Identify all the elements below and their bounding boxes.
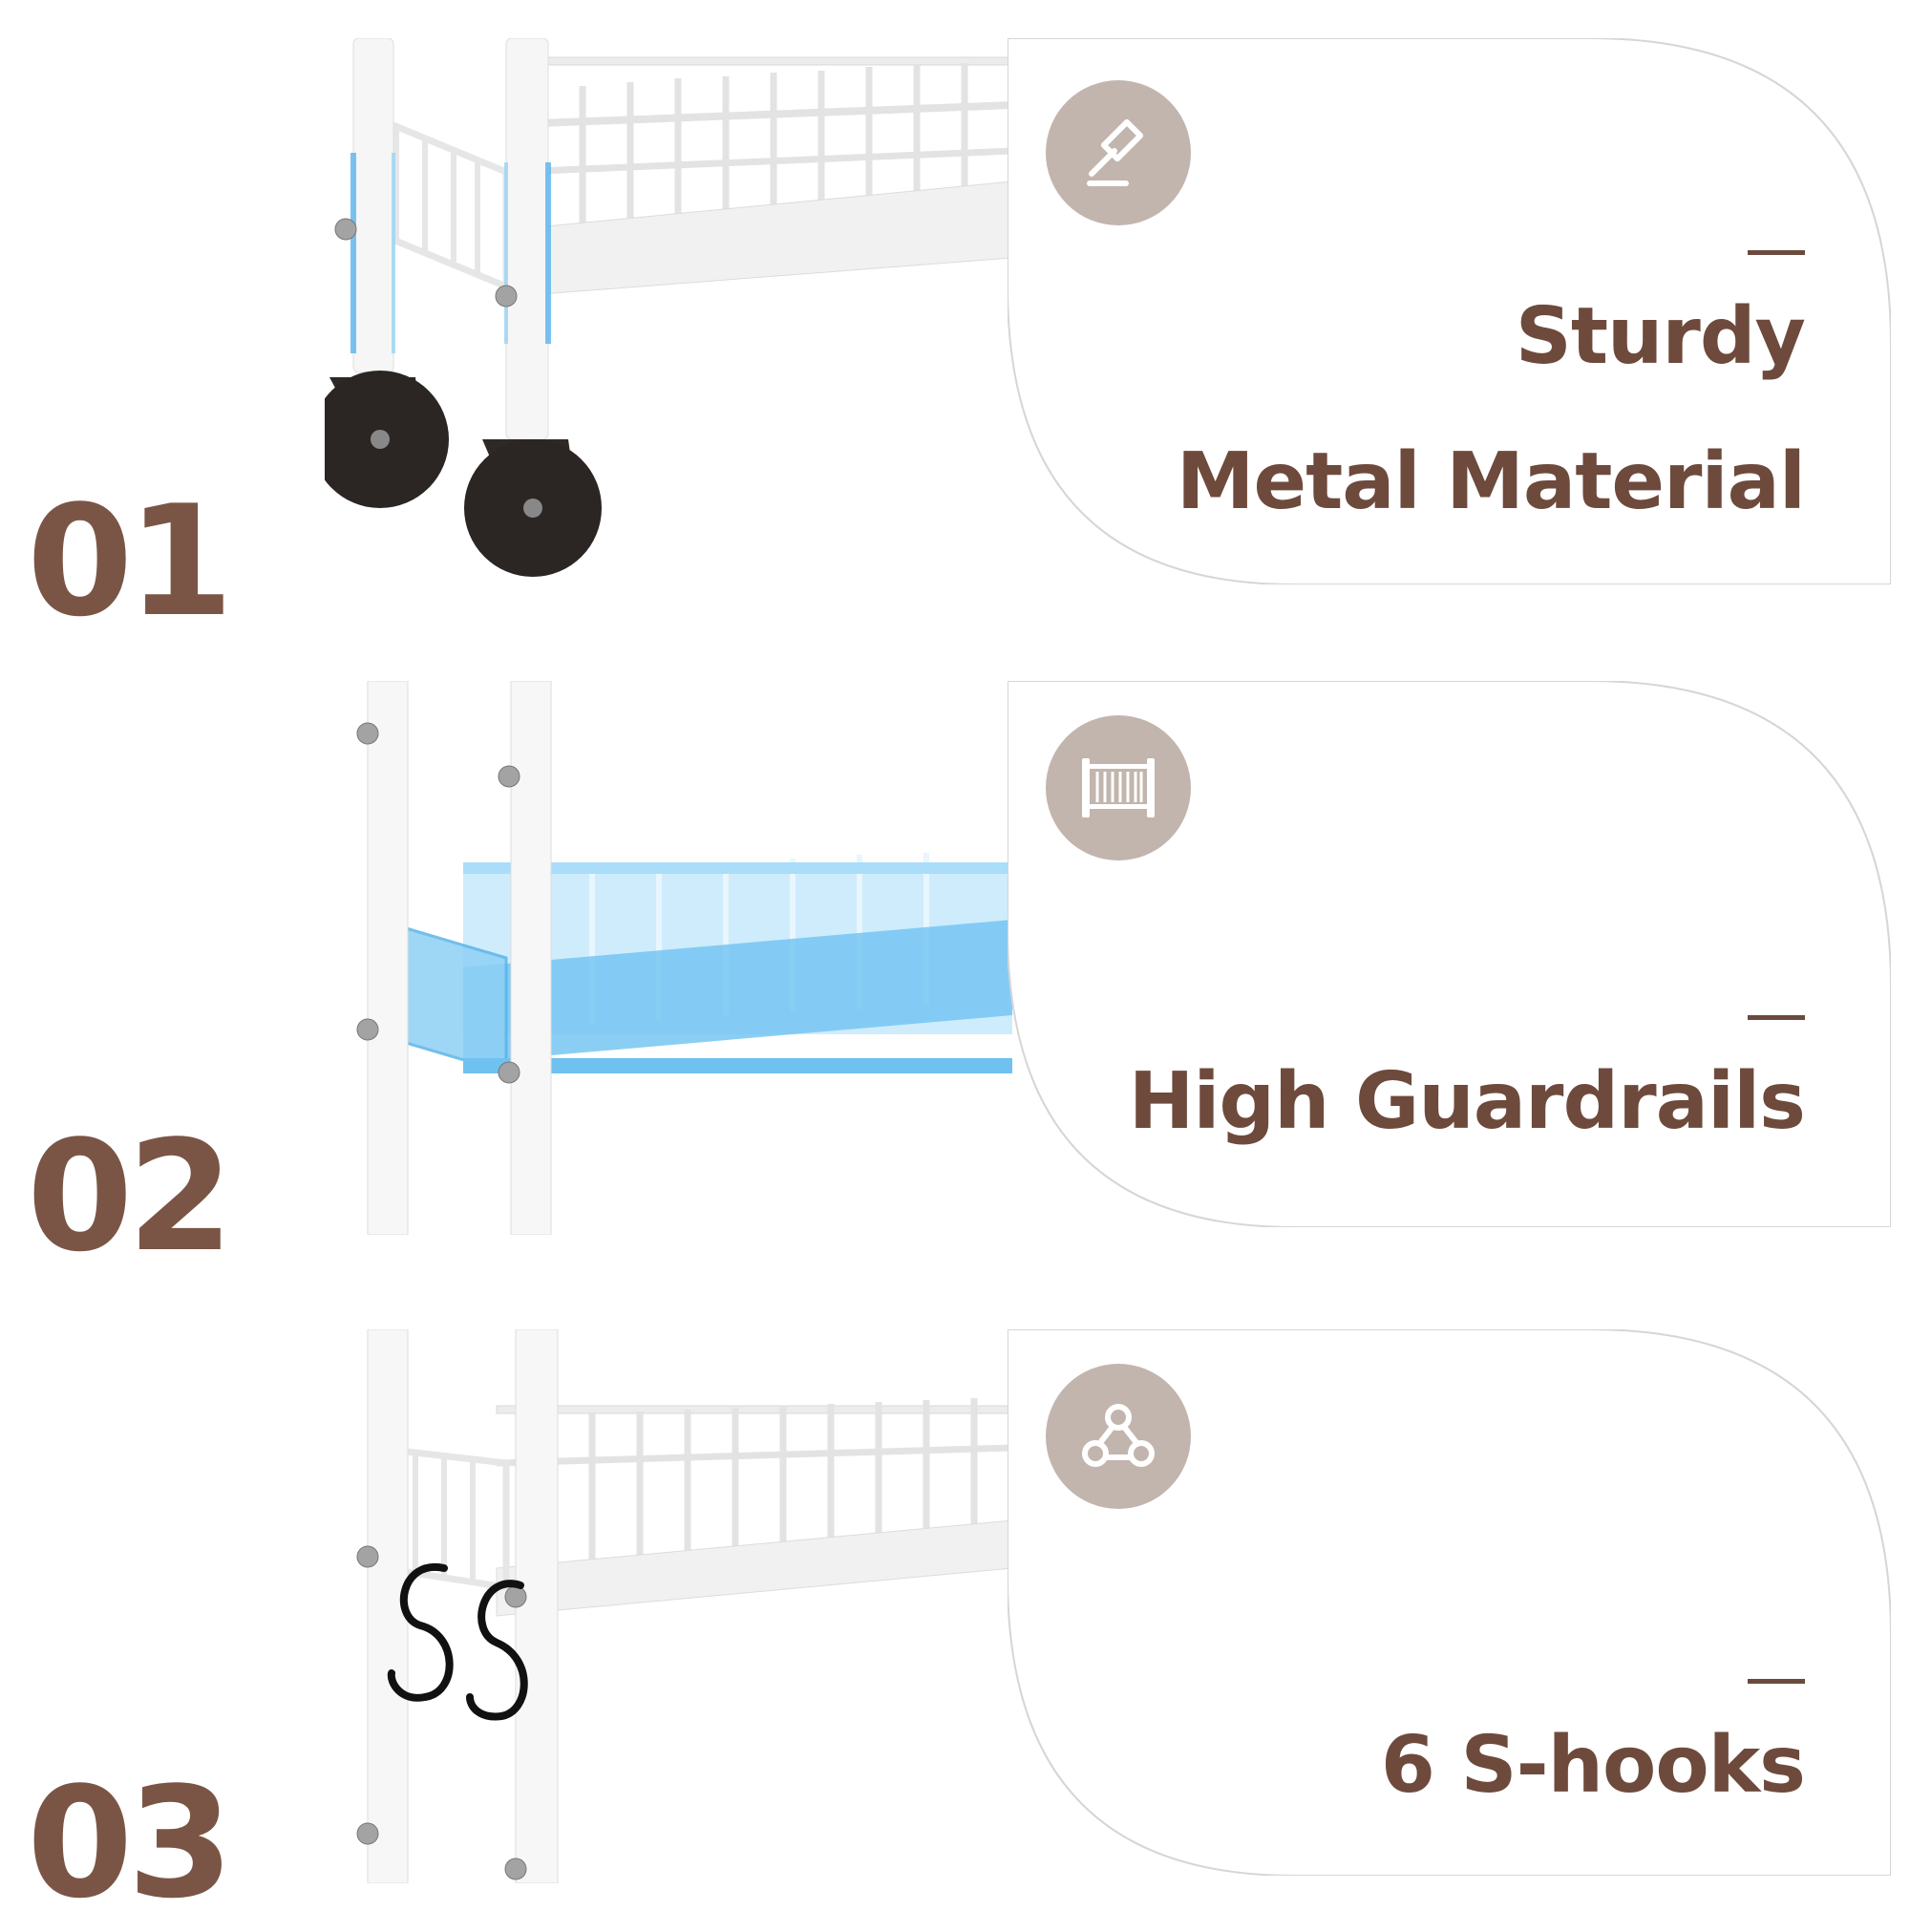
feature-card	[1008, 1329, 1891, 1876]
cart-wheels-illustration	[325, 38, 1012, 577]
feature-card	[1008, 38, 1891, 584]
s-hooks-illustration	[356, 1329, 1012, 1883]
accent-dash	[1748, 1015, 1805, 1020]
accent-dash	[1748, 1679, 1805, 1684]
feature-row-3: 6 S-hooks 03	[0, 1329, 1910, 1920]
feature-title-line1: High Guardrails	[1128, 1056, 1806, 1147]
guardrail-illustration	[356, 681, 1012, 1235]
accent-dash	[1748, 250, 1805, 255]
feature-card	[1008, 681, 1891, 1227]
hammer-icon	[1046, 80, 1191, 225]
feature-row-2: High Guardrails 02	[0, 681, 1910, 1273]
feature-number: 03	[27, 1753, 234, 1932]
guardrail-icon	[1046, 715, 1191, 860]
feature-title-line1: 6 S-hooks	[1380, 1720, 1806, 1811]
feature-row-1: Sturdy Metal Material 01	[0, 38, 1910, 638]
feature-title-line2: Metal Material	[1176, 436, 1806, 527]
webhook-icon	[1046, 1364, 1191, 1509]
feature-number: 02	[27, 1107, 234, 1285]
feature-title-line1: Sturdy	[1515, 291, 1806, 382]
feature-number: 01	[27, 472, 234, 650]
